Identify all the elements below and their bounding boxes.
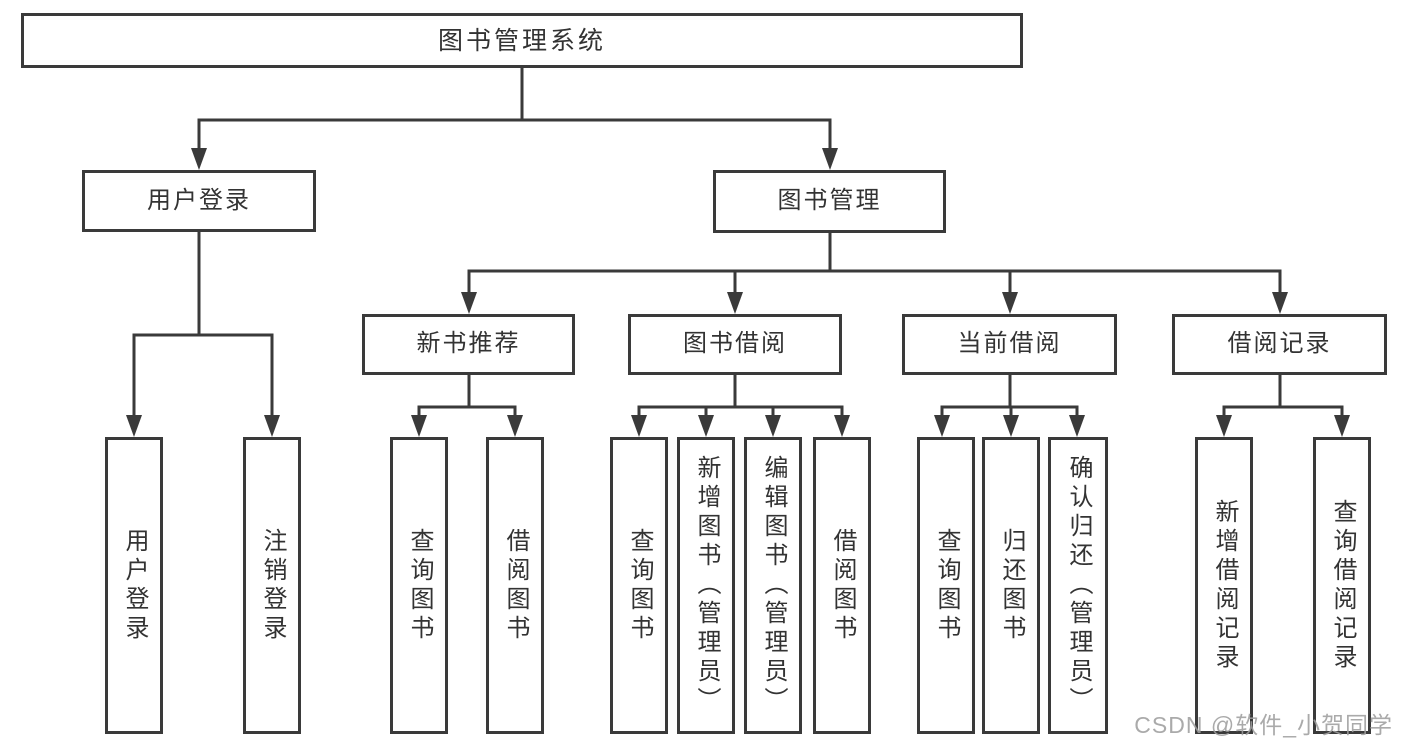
leaf-query-books: 查询图书	[917, 437, 975, 734]
leaf-query-books: 查询图书	[390, 437, 448, 734]
leaf-return-books: 归还图书	[982, 437, 1040, 734]
leaf-add-books-admin: 新增图书（管理员）	[677, 437, 735, 734]
node-label: 当前借阅	[957, 330, 1062, 358]
leaf-user-login: 用户登录	[105, 437, 163, 734]
leaf-borrow-books: 借阅图书	[486, 437, 544, 734]
node-system-root: 图书管理系统	[21, 13, 1023, 68]
node-label: 查询图书	[406, 527, 433, 644]
node-book-management: 图书管理	[713, 170, 946, 233]
node-label: 编辑图书（管理员）	[760, 455, 787, 716]
node-borrowing-records: 借阅记录	[1172, 314, 1387, 375]
node-label: 用户登录	[147, 186, 251, 214]
leaf-borrow-books: 借阅图书	[813, 437, 871, 734]
leaf-query-books: 查询图书	[610, 437, 668, 734]
node-new-book-recommend: 新书推荐	[362, 314, 575, 375]
node-label: 图书管理	[777, 187, 882, 215]
node-label: 注销登录	[259, 527, 286, 644]
node-label: 确认归还（管理员）	[1065, 455, 1092, 716]
node-label: 图书管理系统	[437, 26, 606, 55]
leaf-confirm-return-admin: 确认归还（管理员）	[1048, 437, 1108, 734]
node-user-login: 用户登录	[82, 170, 316, 232]
node-current-borrowing: 当前借阅	[902, 314, 1117, 375]
node-book-borrowing: 图书借阅	[628, 314, 842, 375]
leaf-edit-books-admin: 编辑图书（管理员）	[744, 437, 802, 734]
node-label: 新增图书（管理员）	[693, 455, 720, 716]
node-label: 借阅记录	[1227, 330, 1332, 358]
leaf-query-borrow-record: 查询借阅记录	[1313, 437, 1371, 734]
node-label: 查询借阅记录	[1329, 498, 1356, 673]
leaf-add-borrow-record: 新增借阅记录	[1195, 437, 1253, 734]
leaf-logout: 注销登录	[243, 437, 301, 734]
node-label: 新增借阅记录	[1211, 498, 1238, 673]
node-label: 图书借阅	[683, 330, 787, 358]
node-label: 查询图书	[933, 527, 960, 644]
node-label: 新书推荐	[416, 330, 521, 358]
csdn-watermark: CSDN @软件_小贺同学	[1134, 712, 1393, 738]
node-label: 借阅图书	[502, 527, 529, 644]
node-label: 用户登录	[121, 527, 148, 644]
node-label: 归还图书	[998, 527, 1025, 644]
node-label: 借阅图书	[829, 527, 856, 644]
node-label: 查询图书	[626, 527, 653, 644]
